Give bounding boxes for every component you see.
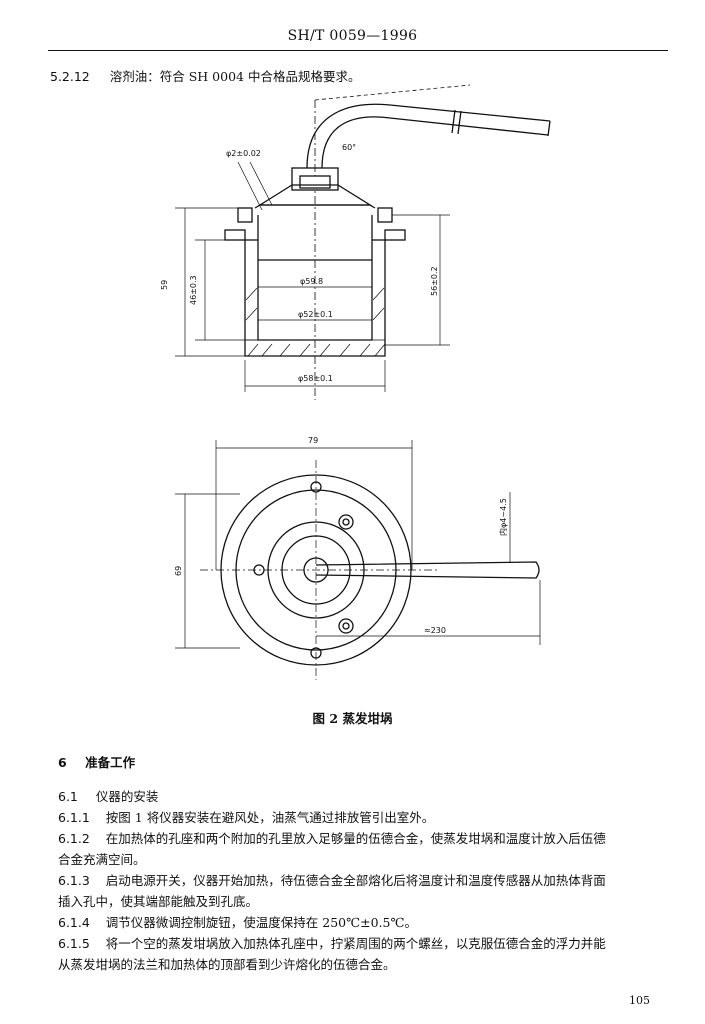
clause-6-1: 6.1 仪器的安装 (58, 786, 158, 805)
section-title: 准备工作 (85, 755, 136, 770)
clause-6-1-3-line1: 6.1.3 启动电源开关，仪器开始加热，待伍德合金全部熔化后将温度计和温度传感器… (58, 870, 606, 889)
clause-number: 5.2.12 (50, 69, 90, 84)
page-header: SH/T 0059—1996 (287, 28, 418, 44)
clause-text: 在加热体的孔座和两个附加的孔里放入足够量的伍德合金，使蒸发坩埚和温度计放入后伍德 (105, 831, 606, 846)
dim-height: 69 (174, 566, 183, 576)
figure-caption: 图 2 蒸发坩埚 (312, 711, 393, 726)
dim-inner-dia-top: φ59.8 (300, 277, 323, 286)
clause-6-1-5-line2: 从蒸发坩埚的法兰和加热体的顶部看到少许熔化的伍德合金。 (58, 957, 396, 972)
clause-text: 溶剂油：符合 SH 0004 中合格品规格要求。 (109, 69, 361, 84)
clause-number: 6.1.1 (58, 810, 90, 825)
clause-6-1-3-line2: 插入孔中，使其端部能触及到孔底。 (58, 894, 259, 909)
dim-pipe-dia: 内φ4~4.5 (498, 498, 508, 536)
page-number: 105 (629, 994, 650, 1007)
header-rule (48, 50, 668, 51)
clause-5-2-12: 5.2.12 溶剂油：符合 SH 0004 中合格品规格要求。 (50, 66, 360, 85)
clause-6-1-1: 6.1.1 按图 1 将仪器安装在避风处，油蒸气通过排放管引出室外。 (58, 807, 434, 826)
dim-depth: 46±0.3 (189, 275, 198, 305)
clause-text: 按图 1 将仪器安装在避风处，油蒸气通过排放管引出室外。 (105, 810, 435, 825)
section-number: 6 (58, 755, 67, 770)
dim-hole-dia: φ2±0.02 (226, 149, 261, 158)
clause-6-1-2-line2: 合金充满空间。 (58, 852, 146, 867)
clause-text: 仪器的安装 (95, 789, 159, 804)
dim-inner-dia-bottom: φ52±0.1 (298, 310, 333, 319)
clause-number: 6.1.5 (58, 936, 90, 951)
clause-6-1-4: 6.1.4 调节仪器微调控制旋钮，使温度保持在 250℃±0.5℃。 (58, 912, 417, 931)
dim-pipe-length: ≈230 (424, 626, 446, 635)
clause-number: 6.1.4 (58, 915, 90, 930)
clause-text: 将一个空的蒸发坩埚放入加热体孔座中，拧紧周围的两个螺丝，以克服伍德合金的浮力并能 (105, 936, 606, 951)
section-6-heading: 6 准备工作 (58, 752, 135, 771)
clause-6-1-2-line1: 6.1.2 在加热体的孔座和两个附加的孔里放入足够量的伍德合金，使蒸发坩埚和温度… (58, 828, 606, 847)
dim-height-left: 59 (160, 280, 169, 290)
dim-angle: 60° (342, 143, 356, 152)
clause-number: 6.1 (58, 789, 78, 804)
clause-text: 调节仪器微调控制旋钮，使温度保持在 250℃±0.5℃。 (105, 915, 417, 930)
clause-text: 启动电源开关，仪器开始加热，待伍德合金全部熔化后将温度计和温度传感器从加热体背面 (105, 873, 606, 888)
clause-number: 6.1.2 (58, 831, 90, 846)
clause-number: 6.1.3 (58, 873, 90, 888)
crucible-side-view: φ2±0.02 60° φ59.8 φ52±0.1 φ58±0.1 59 46±… (160, 84, 551, 680)
dim-width: 79 (308, 436, 318, 445)
dim-height-right: 56±0.2 (430, 266, 439, 296)
clause-6-1-5-line1: 6.1.5 将一个空的蒸发坩埚放入加热体孔座中，拧紧周围的两个螺丝，以克服伍德合… (58, 933, 606, 952)
dim-outer-dia: φ58±0.1 (298, 374, 333, 383)
